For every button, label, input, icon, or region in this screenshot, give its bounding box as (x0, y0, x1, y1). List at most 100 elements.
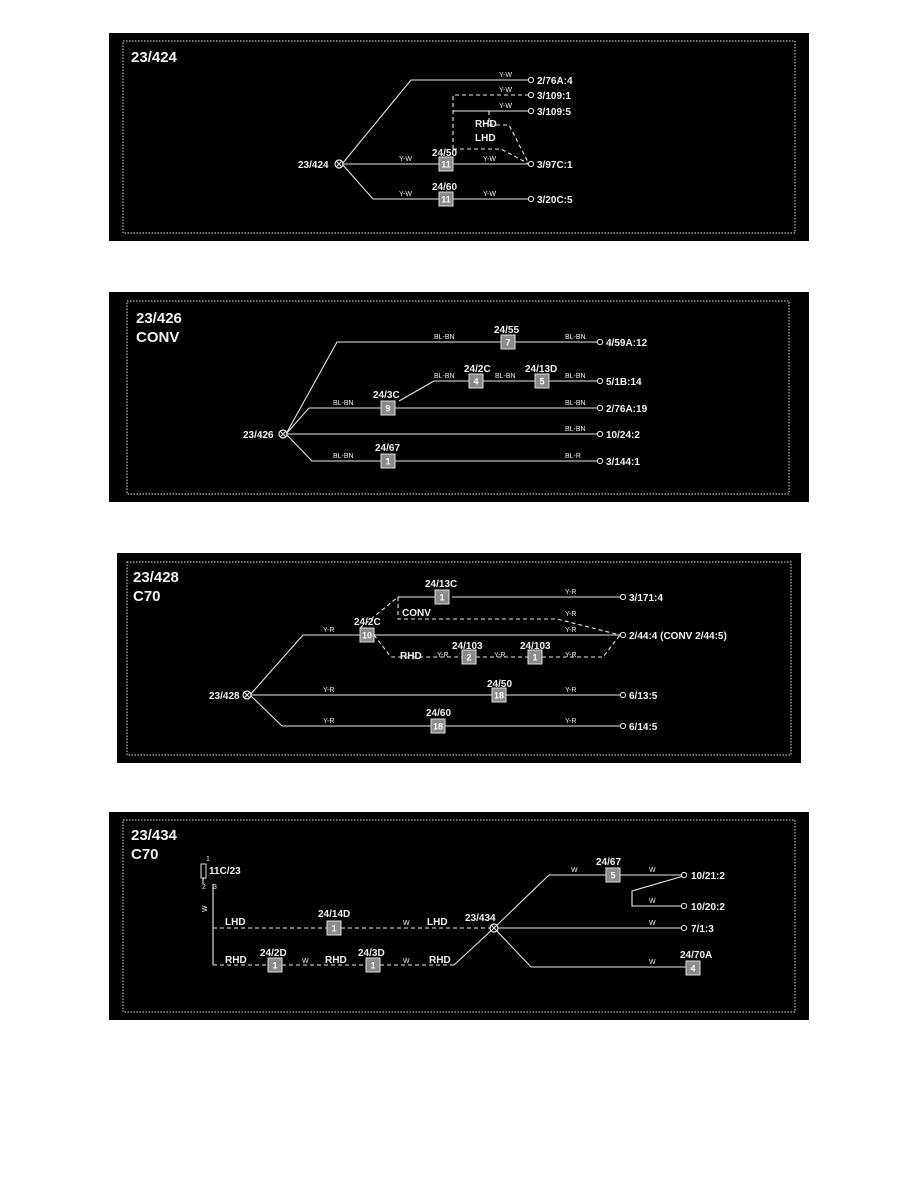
terminal-label: 2/44:4 (CONV 2/44:5) (629, 631, 727, 642)
diagram-title: 23/424 (131, 49, 178, 66)
panel-frame (122, 819, 796, 1013)
panel-frame (126, 300, 790, 495)
wire-color-label: BL-BN (333, 400, 354, 407)
variant-label-rhd: RHD (429, 955, 451, 966)
splice-label: 24/70A (680, 950, 712, 961)
wire-color-label: W (202, 905, 209, 912)
diagram-panel-23-428: 23/428 C70 CONV RHD Y-R Y-R Y-R Y-R Y-R … (117, 553, 801, 763)
terminal-label: 3/171:4 (629, 593, 663, 604)
wire-color-label: Y-R (565, 652, 576, 659)
splice-box (380, 400, 396, 416)
wire-dashed (488, 111, 530, 165)
wire-color-label: Y-R (323, 718, 334, 725)
splice-pin: 4 (473, 377, 478, 387)
fuse-symbol (200, 863, 207, 879)
fuse-label: 11C/23 (209, 866, 241, 877)
variant-label-rhd: RHD (325, 955, 347, 966)
wire (285, 341, 501, 435)
splice-box (326, 920, 342, 936)
splice-label: 24/13C (425, 579, 457, 590)
splice-label: 24/14D (318, 909, 350, 920)
splice-box (527, 649, 543, 665)
wire-color-label: Y-R (494, 652, 505, 659)
terminal-label: 3/144:1 (606, 457, 640, 468)
wire-color-label: Y-R (437, 652, 448, 659)
splice-label: 24/50 (487, 679, 512, 690)
wire-color-label: BL-BN (565, 400, 586, 407)
splice-pin: 11 (441, 195, 451, 205)
wire-color-label: Y-W (499, 72, 512, 79)
splice-box (491, 687, 507, 703)
wire-color-label: BL-BN (565, 334, 586, 341)
splice-pin: 1 (532, 653, 537, 663)
splice-box (500, 334, 516, 350)
splice-label: 24/13D (525, 364, 557, 375)
splice-label: 24/55 (494, 325, 519, 336)
diagram-title: 23/434 (131, 827, 178, 844)
splice-pin: 5 (610, 871, 615, 881)
terminal-label: 3/109:5 (537, 107, 571, 118)
splice-box (534, 373, 550, 389)
splice-label: 24/2C (354, 617, 381, 628)
splice-pin: 5 (539, 377, 544, 387)
junction-point (279, 430, 287, 438)
terminal-connector (527, 160, 535, 168)
junction-point (335, 160, 343, 168)
wire-color-label: Y-R (565, 589, 576, 596)
wire (249, 694, 431, 727)
splice-label: 24/2C (464, 364, 491, 375)
splice-label: 24/2D (260, 948, 287, 959)
wire-color-label: BL-BN (565, 426, 586, 433)
splice-label: 24/3C (373, 390, 400, 401)
splice-pin: 1 (385, 457, 390, 467)
terminal-label: 7/1:3 (691, 924, 714, 935)
variant-label-rhd: RHD (400, 651, 422, 662)
splice-box (685, 960, 701, 976)
terminal-connector (527, 76, 535, 84)
splice-box (434, 589, 450, 605)
diagram-title: 23/426 (136, 310, 182, 327)
splice-pin: 11 (441, 160, 451, 170)
wire-color-label: Y-W (499, 103, 512, 110)
wire (202, 878, 214, 965)
terminal-connector (527, 195, 535, 203)
wiring-diagram: 23/426 CONV BL-BN BL-BN BL-BN BL-BN BL-B… (126, 300, 790, 495)
terminal-connector (680, 871, 688, 879)
wiring-diagram: 23/424 Y-W Y-W Y-W RHD LHD Y-W Y-W Y-W Y… (122, 40, 796, 234)
terminal-connector (527, 91, 535, 99)
terminal-label: 2/76A:19 (606, 404, 648, 415)
wire-color-label: BL-R (565, 453, 581, 460)
wire (249, 634, 360, 696)
variant-label-lhd: LHD (427, 917, 448, 928)
diagram-subtitle: C70 (133, 588, 161, 605)
splice-label: 24/103 (452, 641, 483, 652)
wire-color-label: Y-R (565, 687, 576, 694)
wire-color-label: W (649, 920, 656, 927)
splice-box (468, 373, 484, 389)
splice-pin: 9 (385, 404, 390, 414)
splice-label: 24/67 (596, 857, 621, 868)
splice-pin: 18 (433, 722, 443, 732)
wire-color-label: BL-BN (495, 373, 516, 380)
terminal-connector (596, 430, 604, 438)
splice-box (267, 957, 283, 973)
splice-pin: 10 (362, 631, 372, 641)
splice-pin: 1 (331, 924, 336, 934)
terminal-label: 2/76A:4 (537, 76, 573, 87)
terminal-label: 5/1B:14 (606, 377, 642, 388)
terminal-connector (596, 404, 604, 412)
wire (453, 927, 495, 966)
diagram-panel-23-426: 23/426 CONV BL-BN BL-BN BL-BN BL-BN BL-B… (109, 292, 809, 502)
wire-color-label: Y-R (565, 627, 576, 634)
splice-box (359, 627, 375, 643)
variant-label-lhd: LHD (225, 917, 246, 928)
terminal-label: 10/24:2 (606, 430, 640, 441)
wire-dashed (359, 595, 621, 636)
wire-color-label: BL-BN (434, 334, 455, 341)
variant-label-lhd: LHD (475, 133, 496, 144)
splice-pin: 1 (370, 961, 375, 971)
terminal-connector (619, 593, 627, 601)
terminal-connector (619, 722, 627, 730)
wiring-diagram: 23/434 C70 1 11C/23 2 3 W LHD W LHD RHD … (122, 819, 796, 1013)
wire-dashed (373, 634, 462, 658)
